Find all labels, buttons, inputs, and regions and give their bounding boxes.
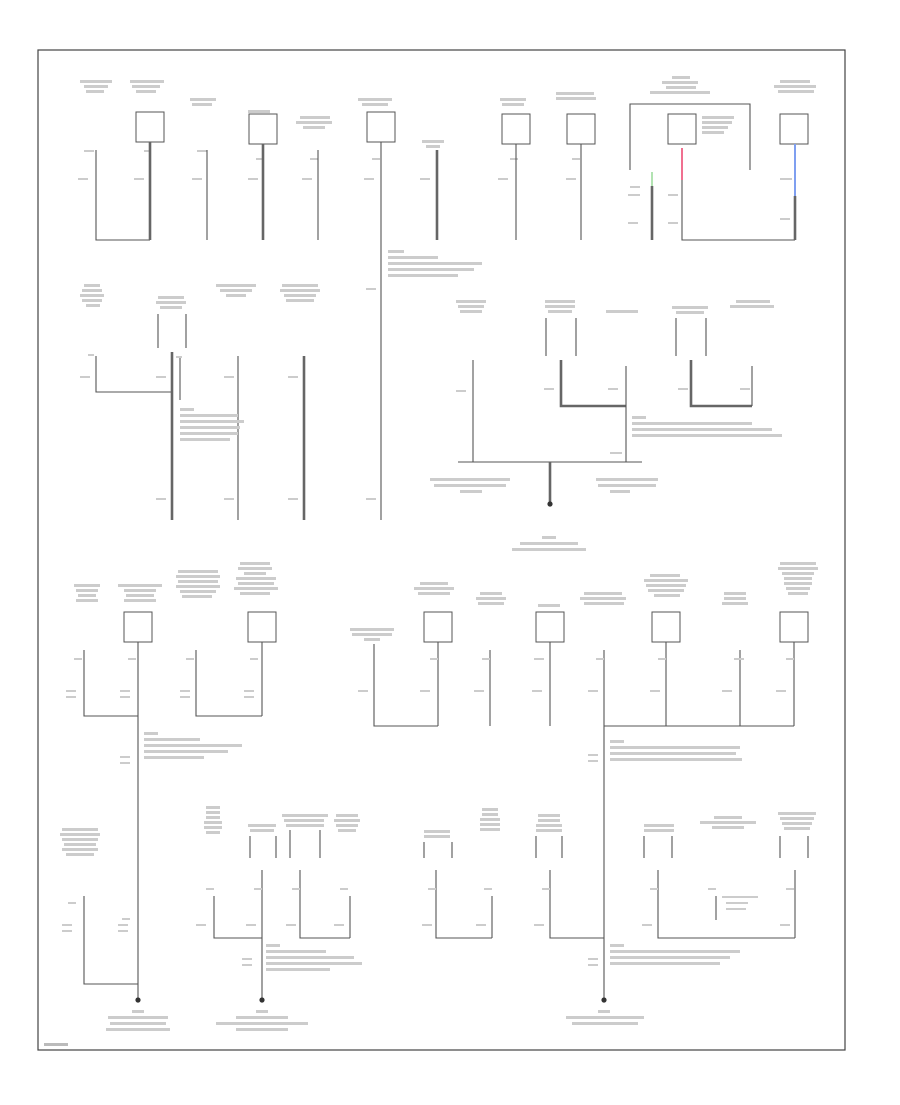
ground-terminal: [135, 997, 141, 1003]
ground-wire: [681, 180, 795, 241]
row-1-components: [78, 76, 816, 520]
ground-wire: [657, 870, 795, 939]
ground-note-3: [632, 416, 782, 437]
connector: [779, 611, 809, 643]
ground-note-8: [588, 944, 740, 966]
component-bracket: [545, 318, 577, 356]
connector: [566, 113, 596, 145]
connector: [247, 611, 277, 643]
ground-wire: [549, 870, 604, 939]
ground-note-7: [242, 944, 362, 971]
ground-terminal: [259, 997, 265, 1003]
connector: [423, 611, 453, 643]
row-4-components: [60, 501, 816, 1031]
connector: [366, 111, 396, 143]
ground-wire: [559, 360, 626, 408]
component-bracket: [157, 314, 187, 348]
ground-wire: [689, 360, 752, 408]
component-bracket: [629, 103, 751, 170]
connector: [651, 611, 681, 643]
ground-wire: [95, 356, 172, 393]
ground-wire: [195, 650, 262, 717]
ground-terminal: [547, 501, 553, 507]
row-3-components: [66, 562, 818, 1000]
connector: [501, 113, 531, 145]
ground-terminal-labels: [106, 1010, 644, 1031]
ground-terminal: [601, 997, 607, 1003]
ground-note-6: [588, 740, 742, 762]
ground-wire: [83, 650, 138, 717]
connector: [248, 113, 278, 145]
ground-note-1: [366, 250, 482, 500]
connector: [667, 113, 697, 145]
ground-note-4: [430, 478, 658, 551]
ground-wire: [83, 896, 138, 985]
ground-wire: [435, 870, 492, 939]
ground-wire: [95, 150, 150, 241]
connector: [135, 111, 165, 143]
ground-note-2: [180, 408, 244, 441]
ground-wire: [373, 644, 438, 727]
diagram-frame: [37, 49, 846, 1051]
connector: [779, 113, 809, 145]
connector: [123, 611, 153, 643]
connector: [535, 611, 565, 643]
ground-wire: [299, 870, 350, 939]
row-2-components: [80, 284, 782, 551]
ground-wire: [213, 896, 262, 939]
ground-note-5: [120, 732, 242, 764]
component-bracket: [675, 318, 707, 356]
footer-code: [44, 1043, 68, 1046]
